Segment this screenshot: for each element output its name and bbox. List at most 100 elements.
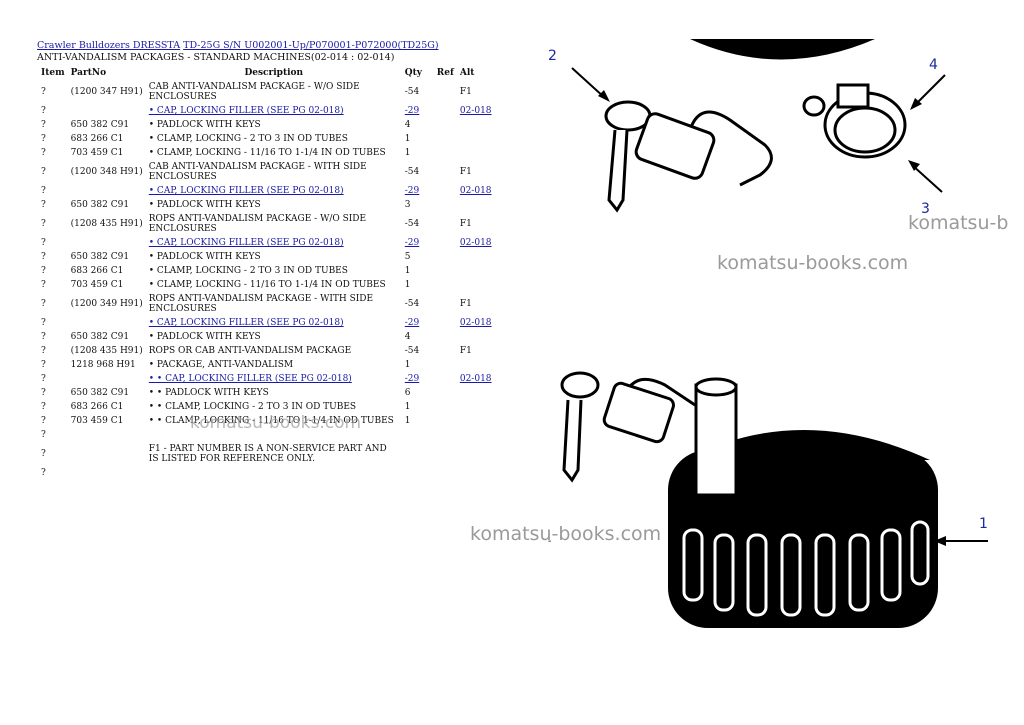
row-ref bbox=[434, 118, 457, 132]
row-qty[interactable]: -29 bbox=[404, 238, 420, 248]
watermark: komatsu-books.com bbox=[717, 252, 909, 274]
breadcrumb-link-dressta[interactable]: Crawler Bulldozers DRESSTA bbox=[37, 40, 181, 51]
row-description[interactable]: • • CAP, LOCKING FILLER (SEE PG 02-018) bbox=[148, 374, 352, 384]
row-alt[interactable]: 02-018 bbox=[459, 374, 492, 384]
row-ref bbox=[434, 146, 457, 160]
row-qty: -54 bbox=[404, 346, 420, 356]
table-row: ?683 266 C1• • CLAMP, LOCKING - 2 TO 3 I… bbox=[35, 400, 503, 414]
table-row: ? 650 382 C91 • PADLOCK WITH KEYS 5 bbox=[35, 250, 503, 264]
row-ref bbox=[434, 316, 457, 330]
row-ref bbox=[434, 104, 457, 118]
callout-arrow-4 bbox=[914, 74, 946, 106]
row-item: ? bbox=[41, 186, 46, 196]
row-alt: F1 bbox=[459, 87, 472, 97]
row-qty: 5 bbox=[404, 252, 411, 262]
locking-filler-cap bbox=[560, 371, 938, 628]
row-alt bbox=[457, 278, 503, 292]
row-qty[interactable]: -29 bbox=[404, 106, 420, 116]
table-row: ?703 459 C1• CLAMP, LOCKING - 11/16 TO 1… bbox=[35, 146, 503, 160]
row-description[interactable]: • CAP, LOCKING FILLER (SEE PG 02-018) bbox=[148, 186, 344, 196]
row-ref bbox=[434, 250, 457, 264]
row-item: ? bbox=[41, 360, 46, 370]
row-alt: F1 bbox=[459, 299, 472, 309]
row-ref bbox=[434, 400, 457, 414]
row-description: F1 - PART NUMBER IS A NON-SERVICE PART A… bbox=[148, 444, 387, 464]
row-alt[interactable]: 02-018 bbox=[459, 106, 492, 116]
row-qty: 1 bbox=[404, 280, 411, 290]
row-description: ROPS ANTI-VANDALISM PACKAGE - W/O SIDE E… bbox=[148, 214, 367, 234]
row-item: ? bbox=[41, 346, 46, 356]
row-partno bbox=[68, 316, 146, 330]
row-item: ? bbox=[41, 374, 46, 384]
row-partno: 650 382 C91 bbox=[70, 120, 130, 130]
row-item: ? bbox=[41, 280, 46, 290]
row-item: ? bbox=[41, 219, 46, 229]
row-item: ? bbox=[41, 120, 46, 130]
row-ref bbox=[434, 160, 457, 184]
row-qty: 1 bbox=[404, 416, 411, 426]
row-description[interactable]: • CAP, LOCKING FILLER (SEE PG 02-018) bbox=[148, 238, 344, 248]
row-partno: 703 459 C1 bbox=[70, 280, 124, 290]
breadcrumb-link-model[interactable]: TD-25G S/N U002001-Up/P070001-P072000(TD… bbox=[183, 40, 439, 51]
row-alt[interactable]: 02-018 bbox=[459, 318, 492, 328]
row-item: ? bbox=[41, 468, 46, 478]
row-description: • PADLOCK WITH KEYS bbox=[148, 120, 261, 130]
row-partno: (1208 435 H91) bbox=[70, 219, 143, 229]
table-row: ?(1200 347 H91)CAB ANTI-VANDALISM PACKAG… bbox=[35, 80, 503, 104]
header-ref: Ref bbox=[436, 68, 454, 78]
row-ref bbox=[434, 198, 457, 212]
row-item: ? bbox=[41, 252, 46, 262]
row-partno: 703 459 C1 bbox=[70, 416, 124, 426]
row-partno: (1200 348 H91) bbox=[70, 167, 143, 177]
row-description[interactable]: • CAP, LOCKING FILLER (SEE PG 02-018) bbox=[148, 318, 344, 328]
row-alt bbox=[457, 358, 503, 372]
row-qty: 4 bbox=[404, 332, 411, 342]
row-alt: F1 bbox=[459, 219, 472, 229]
row-qty[interactable]: -29 bbox=[404, 374, 420, 384]
row-item: ? bbox=[41, 402, 46, 412]
row-qty: 6 bbox=[404, 388, 411, 398]
row-description: • PADLOCK WITH KEYS bbox=[148, 252, 261, 262]
table-row: ? (1208 435 H91) ROPS ANTI-VANDALISM PACKA… bbox=[35, 212, 503, 236]
row-description: CAB ANTI-VANDALISM PACKAGE - WITH SIDE E… bbox=[148, 162, 367, 182]
row-qty bbox=[402, 428, 434, 442]
row-qty: 1 bbox=[404, 402, 411, 412]
row-ref bbox=[434, 414, 457, 428]
table-row: ? bbox=[35, 428, 503, 442]
row-partno: 683 266 C1 bbox=[70, 266, 124, 276]
row-partno: 650 382 C91 bbox=[70, 200, 130, 210]
row-partno bbox=[68, 236, 146, 250]
row-ref bbox=[434, 184, 457, 198]
row-description[interactable]: • CAP, LOCKING FILLER (SEE PG 02-018) bbox=[148, 106, 344, 116]
row-ref bbox=[434, 80, 457, 104]
row-item: ? bbox=[41, 148, 46, 158]
row-partno: 650 382 C91 bbox=[70, 388, 130, 398]
row-description: • CLAMP, LOCKING - 11/16 TO 1-1/4 IN OD … bbox=[148, 148, 386, 158]
row-alt bbox=[457, 428, 503, 442]
page-subtitle: ANTI-VANDALISM PACKAGES - STANDARD MACHI… bbox=[37, 52, 395, 63]
row-description: • • CLAMP, LOCKING - 11/16 TO 1-1/4 IN O… bbox=[148, 416, 394, 426]
row-qty[interactable]: -29 bbox=[404, 318, 420, 328]
table-row: ?683 266 C1• CLAMP, LOCKING - 2 TO 3 IN … bbox=[35, 264, 503, 278]
row-partno: (1200 349 H91) bbox=[70, 299, 143, 309]
locking-clamp bbox=[802, 83, 907, 159]
row-alt[interactable]: 02-018 bbox=[459, 186, 492, 196]
table-row: ?• CAP, LOCKING FILLER (SEE PG 02-018)-2… bbox=[35, 316, 503, 330]
row-item: ? bbox=[41, 388, 46, 398]
row-alt bbox=[457, 198, 503, 212]
header-qty: Qty bbox=[404, 68, 422, 78]
row-qty: -54 bbox=[404, 167, 420, 177]
row-qty[interactable]: -29 bbox=[404, 186, 420, 196]
row-item: ? bbox=[41, 416, 46, 426]
row-item: ? bbox=[41, 238, 46, 248]
padlock-keys-upper bbox=[604, 100, 773, 213]
row-partno: 650 382 C91 bbox=[70, 252, 130, 262]
row-item: ? bbox=[41, 106, 46, 116]
row-ref bbox=[434, 132, 457, 146]
header-description: Description bbox=[244, 68, 304, 78]
row-alt bbox=[457, 400, 503, 414]
row-alt[interactable]: 02-018 bbox=[459, 238, 492, 248]
